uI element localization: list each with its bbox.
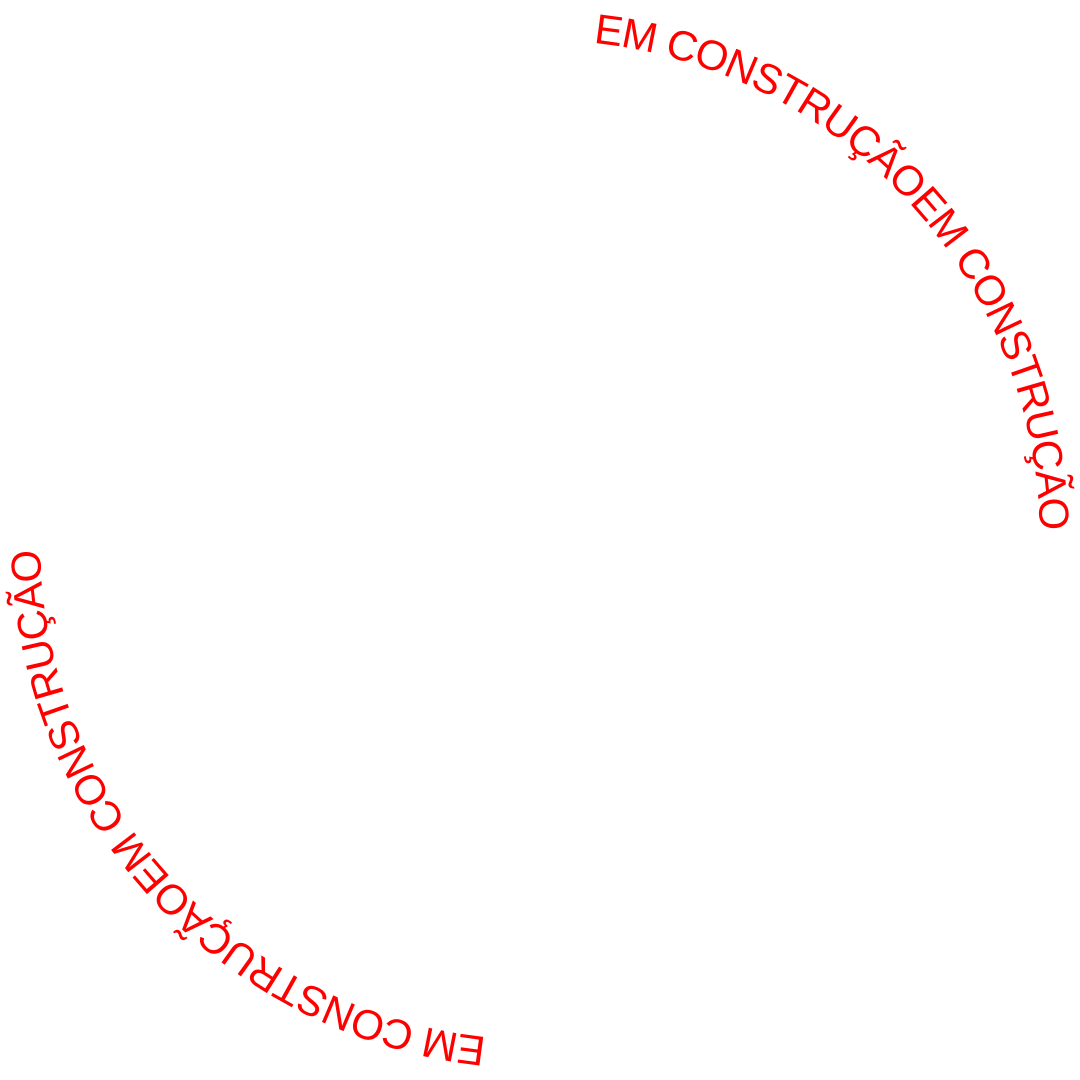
ring-label-right: EM CONSTRUÇÃO	[902, 177, 1078, 530]
ring-label-top-right: EM CONSTRUÇÃO	[592, 5, 935, 208]
ring-label-text: EM CONSTRUÇÃO	[902, 177, 1079, 530]
ring-label-text: EM CONSTRUÇÃO	[2, 550, 179, 903]
ring-label-text: EM CONSTRUÇÃO	[144, 872, 488, 1075]
ring-label-bottom-left: EM CONSTRUÇÃO	[2, 550, 178, 903]
ring-label-bottom: EM CONSTRUÇÃO	[144, 872, 487, 1075]
ring-label-text: EM CONSTRUÇÃO	[592, 5, 936, 208]
